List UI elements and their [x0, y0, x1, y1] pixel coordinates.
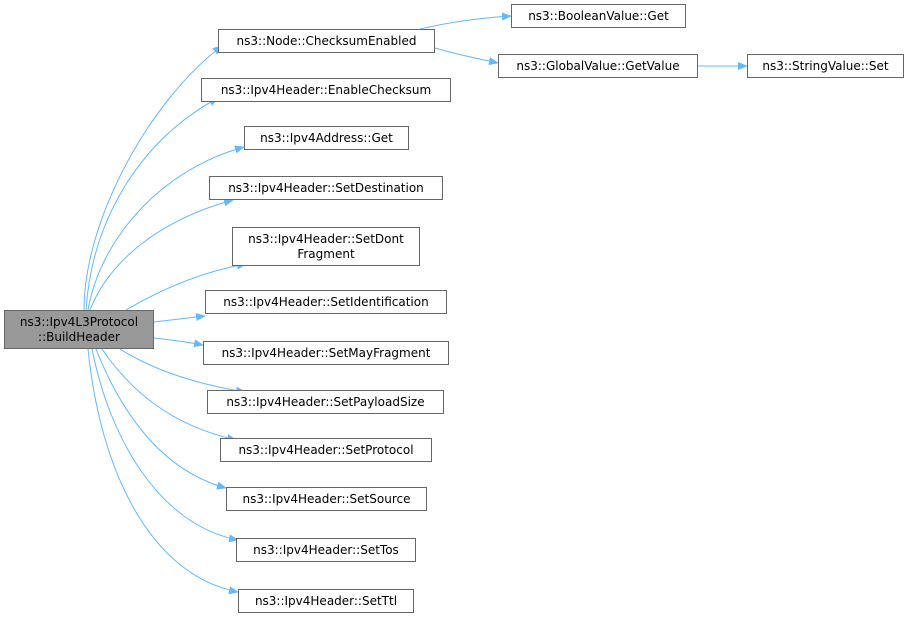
node-label: ns3::Ipv4Header::SetIdentification: [223, 294, 429, 309]
node-label-line2: ::BuildHeader: [38, 329, 120, 344]
node-label: ns3::Ipv4Header::EnableChecksum: [220, 82, 432, 97]
node-globalvalue-getvalue[interactable]: ns3::GlobalValue::GetValue: [498, 54, 698, 78]
node-set-identification[interactable]: ns3::Ipv4Header::SetIdentification: [205, 290, 447, 314]
node-set-tos[interactable]: ns3::Ipv4Header::SetTos: [236, 538, 416, 562]
node-set-protocol[interactable]: ns3::Ipv4Header::SetProtocol: [220, 438, 432, 462]
node-label: ns3::Ipv4Header::SetPayloadSize: [226, 394, 425, 409]
node-label: ns3::Ipv4Header::SetMayFragment: [221, 345, 431, 360]
edge-checksum-enabled-to-booleanvalue-get: [419, 12, 512, 30]
node-label: ns3::Ipv4Address::Get: [260, 130, 393, 145]
node-label: ns3::Node::ChecksumEnabled: [236, 33, 417, 48]
edge-root-to-set-source: [95, 348, 227, 490]
node-label: ns3::Ipv4Header::SetTos: [253, 542, 399, 557]
node-set-dont-fragment[interactable]: ns3::Ipv4Header::SetDont Fragment: [232, 227, 420, 266]
edge-root-to-enable-checksum: [85, 97, 219, 311]
node-ipv4address-get[interactable]: ns3::Ipv4Address::Get: [244, 126, 409, 150]
edge-root-to-set-tos: [91, 348, 239, 543]
node-stringvalue-set[interactable]: ns3::StringValue::Set: [747, 54, 904, 78]
node-set-may-fragment[interactable]: ns3::Ipv4Header::SetMayFragment: [203, 341, 449, 365]
edge-root-to-ipv4address-get: [87, 145, 245, 311]
edge-root-to-set-identification: [153, 313, 206, 323]
edge-root-to-checksum-enabled: [83, 45, 223, 311]
node-set-ttl[interactable]: ns3::Ipv4Header::SetTtl: [238, 589, 414, 613]
edge-root-to-set-payload-size: [119, 348, 246, 395]
node-label-line1: ns3::Ipv4L3Protocol: [19, 314, 139, 329]
node-label: ns3::StringValue::Set: [762, 58, 889, 73]
node-label-line2: Fragment: [297, 246, 355, 261]
node-set-destination[interactable]: ns3::Ipv4Header::SetDestination: [209, 176, 443, 200]
node-label: ns3::GlobalValue::GetValue: [516, 58, 680, 73]
node-set-source[interactable]: ns3::Ipv4Header::SetSource: [226, 487, 427, 511]
edge-root-to-set-may-fragment: [153, 337, 204, 348]
edge-root-to-set-ttl: [87, 348, 239, 595]
node-label: ns3::BooleanValue::Get: [528, 8, 669, 23]
node-enable-checksum[interactable]: ns3::Ipv4Header::EnableChecksum: [201, 78, 451, 102]
node-set-payload-size[interactable]: ns3::Ipv4Header::SetPayloadSize: [207, 390, 444, 414]
node-label: ns3::Ipv4Header::SetTtl: [254, 593, 398, 608]
edge-checksum-enabled-to-globalvalue-getvalue: [434, 47, 499, 65]
edge-root-to-set-protocol: [101, 348, 237, 442]
node-label: ns3::Ipv4Header::SetSource: [242, 491, 411, 506]
node-build-header: ns3::Ipv4L3Protocol ::BuildHeader: [4, 310, 154, 349]
edge-root-to-set-dont-fragment: [125, 261, 247, 311]
node-label: ns3::Ipv4Header::SetDestination: [228, 180, 424, 195]
node-label: ns3::Ipv4Header::SetProtocol: [238, 442, 414, 457]
edge-root-to-set-destination: [89, 198, 234, 311]
node-checksum-enabled[interactable]: ns3::Node::ChecksumEnabled: [218, 29, 435, 53]
node-booleanvalue-get[interactable]: ns3::BooleanValue::Get: [511, 4, 686, 28]
node-label-line1: ns3::Ipv4Header::SetDont: [248, 231, 404, 246]
